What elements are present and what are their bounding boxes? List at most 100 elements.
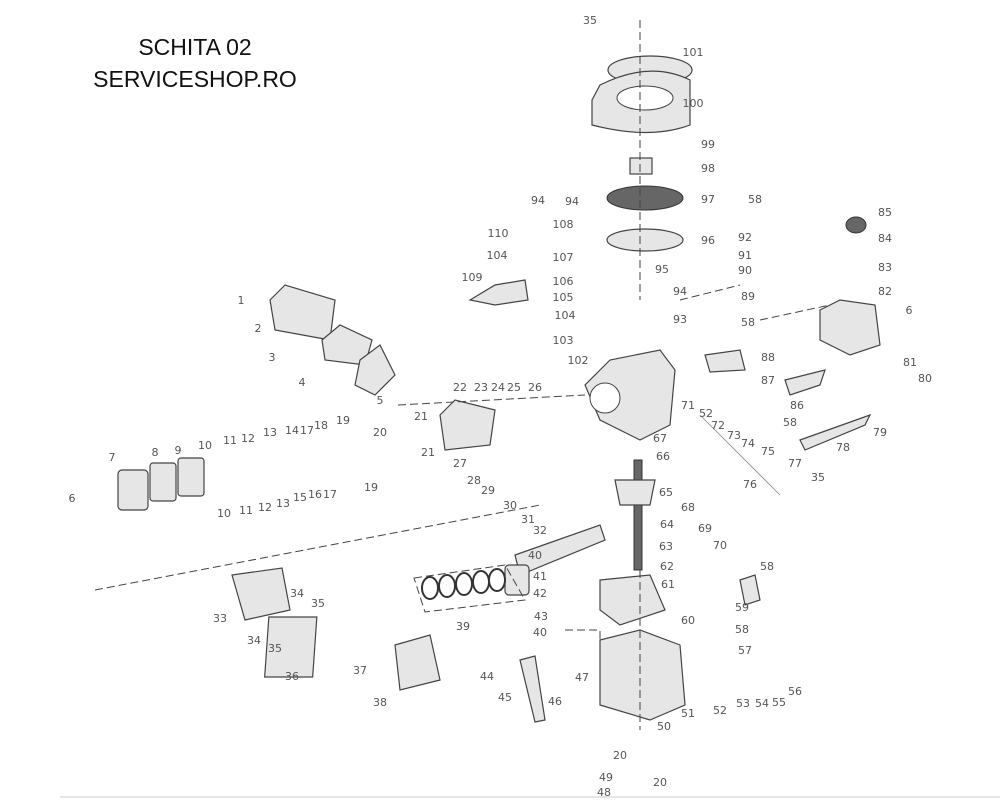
assembly-lines xyxy=(94,20,831,730)
part-number-label: 20 xyxy=(373,426,387,439)
part-number-label: 100 xyxy=(683,97,704,110)
part-number-label: 5 xyxy=(377,394,384,407)
part-number-label: 2 xyxy=(255,322,262,335)
part-number-label: 91 xyxy=(738,249,752,262)
part-number-label: 94 xyxy=(565,195,579,208)
part-number-label: 94 xyxy=(531,194,545,207)
part-number-label: 41 xyxy=(533,570,547,583)
part-number-label: 49 xyxy=(599,771,613,784)
part-number-label: 59 xyxy=(735,601,749,614)
part-number-label: 6 xyxy=(69,492,76,505)
part-number-label: 25 xyxy=(507,381,521,394)
muffler-screen xyxy=(264,616,318,678)
fuel-tank xyxy=(819,299,881,356)
muffler xyxy=(231,567,291,621)
crankcase xyxy=(584,349,676,441)
part-number-label: 97 xyxy=(701,193,715,206)
part-number-label: 86 xyxy=(790,399,804,412)
part-number-label: 110 xyxy=(488,227,509,240)
part-number-label: 68 xyxy=(681,501,695,514)
part-number-label: 12 xyxy=(241,432,255,445)
part-number-label: 17 xyxy=(323,488,337,501)
part-number-label: 36 xyxy=(285,670,299,683)
part-number-label: 61 xyxy=(661,578,675,591)
part-number-label: 20 xyxy=(613,749,627,762)
part-number-label: 62 xyxy=(660,560,674,573)
part-number-label: 21 xyxy=(421,446,435,459)
part-number-label: 35 xyxy=(268,642,282,655)
part-number-label: 13 xyxy=(276,497,290,510)
part-number-label: 33 xyxy=(213,612,227,625)
part-number-label: 38 xyxy=(373,696,387,709)
part-number-label: 50 xyxy=(657,720,671,733)
valve-cover-gasket xyxy=(149,462,177,502)
part-number-label: 96 xyxy=(701,234,715,247)
part-number-label: 75 xyxy=(761,445,775,458)
part-number-label: 18 xyxy=(314,419,328,432)
fan xyxy=(606,185,684,211)
part-number-label: 11 xyxy=(223,434,237,447)
part-number-label: 98 xyxy=(701,162,715,175)
part-number-label: 58 xyxy=(783,416,797,429)
air-filter xyxy=(321,324,373,366)
part-number-label: 46 xyxy=(548,695,562,708)
piston-rings xyxy=(421,568,506,600)
air-filter-cover xyxy=(269,284,336,341)
part-number-label: 23 xyxy=(474,381,488,394)
part-number-label: 48 xyxy=(597,786,611,799)
part-number-label: 76 xyxy=(743,478,757,491)
part-number-label: 107 xyxy=(553,251,574,264)
part-number-label: 39 xyxy=(456,620,470,633)
part-number-label: 64 xyxy=(660,518,674,531)
part-number-label: 3 xyxy=(269,351,276,364)
part-number-label: 80 xyxy=(918,372,932,385)
part-number-label: 15 xyxy=(293,491,307,504)
gasket xyxy=(354,344,396,396)
part-number-label: 95 xyxy=(655,263,669,276)
part-number-label: 94 xyxy=(673,285,687,298)
part-number-label: 92 xyxy=(738,231,752,244)
part-number-label: 43 xyxy=(534,610,548,623)
dipstick-tube xyxy=(519,655,546,723)
part-number-label: 57 xyxy=(738,644,752,657)
sump-gasket xyxy=(599,574,666,626)
part-number-label: 90 xyxy=(738,264,752,277)
cylinder-head xyxy=(439,399,496,451)
part-number-label: 56 xyxy=(788,685,802,698)
part-number-label: 28 xyxy=(467,474,481,487)
part-number-label: 85 xyxy=(878,206,892,219)
part-number-label: 108 xyxy=(553,218,574,231)
part-number-label: 13 xyxy=(263,426,277,439)
part-number-label: 58 xyxy=(760,560,774,573)
piston xyxy=(504,564,530,596)
part-number-label: 21 xyxy=(414,410,428,423)
part-number-label: 11 xyxy=(239,504,253,517)
part-number-label: 103 xyxy=(553,334,574,347)
part-number-label: 81 xyxy=(903,356,917,369)
crankshaft xyxy=(633,459,643,571)
parts-drawing xyxy=(117,55,881,723)
part-number-label: 40 xyxy=(533,626,547,639)
part-number-label: 37 xyxy=(353,664,367,677)
part-number-label: 35 xyxy=(583,14,597,27)
part-number-label: 22 xyxy=(453,381,467,394)
part-number-label: 32 xyxy=(533,524,547,537)
part-number-label: 7 xyxy=(109,451,116,464)
part-number-label: 65 xyxy=(659,486,673,499)
part-number-label: 58 xyxy=(735,623,749,636)
governor-gear xyxy=(739,574,761,606)
valve-cover xyxy=(117,469,149,511)
part-number-label: 104 xyxy=(487,249,508,262)
part-number-label: 89 xyxy=(741,290,755,303)
part-number-label: 34 xyxy=(290,587,304,600)
part-number-label: 26 xyxy=(528,381,542,394)
part-number-label: 83 xyxy=(878,261,892,274)
part-number-label: 55 xyxy=(772,696,786,709)
part-number-label: 67 xyxy=(653,432,667,445)
part-number-label: 31 xyxy=(521,513,535,526)
part-number-label: 51 xyxy=(681,707,695,720)
part-number-label: 12 xyxy=(258,501,272,514)
part-number-label: 44 xyxy=(480,670,494,683)
diagram-subtitle: SERVICESHOP.RO xyxy=(93,66,297,92)
part-number-label: 106 xyxy=(553,275,574,288)
